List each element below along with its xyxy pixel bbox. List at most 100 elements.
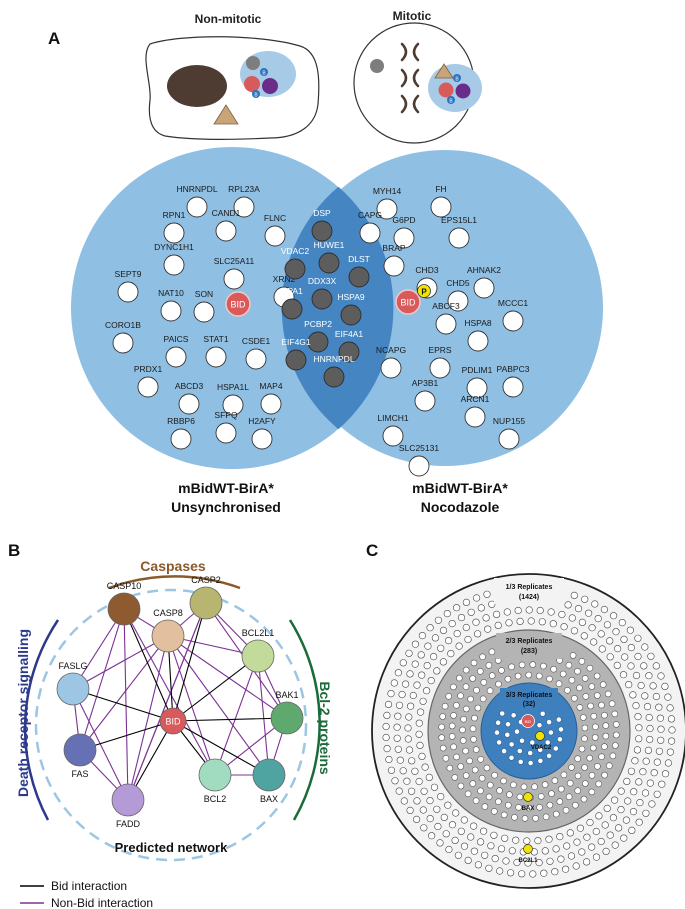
replicate-dot	[474, 704, 482, 712]
mitotic-birA-marker-1	[453, 74, 461, 82]
replicate-dot	[482, 614, 490, 622]
replicate-dot	[393, 734, 401, 742]
replicate-dot	[454, 851, 463, 859]
bid-edge	[72, 688, 174, 722]
replicate-dot	[408, 757, 416, 765]
replicate-dot	[478, 774, 486, 782]
replicate-dot	[462, 598, 471, 607]
replicate-dot	[605, 762, 613, 770]
replicate-dot	[512, 836, 520, 844]
red-protein	[244, 76, 260, 92]
replicate-dot	[617, 805, 625, 814]
replicate-dot	[580, 632, 588, 640]
replicate-dot	[504, 731, 511, 738]
replicate-dot	[633, 746, 642, 754]
replicate-dot	[634, 712, 642, 721]
venn-right-node	[359, 222, 381, 244]
venn-left-node-label: SEPT9	[115, 269, 142, 279]
venn-shared-node	[338, 341, 360, 363]
birA-marker-2	[252, 90, 260, 98]
venn-right-caption-line1: mBidWT-BirA*	[412, 480, 508, 496]
replicate-dot	[559, 670, 567, 678]
replicate-dot	[611, 742, 619, 749]
network-node-casp8	[151, 619, 185, 653]
replicate-dot	[424, 642, 432, 650]
replicate-dot	[448, 619, 456, 628]
venn-left-node	[215, 220, 237, 242]
replicate-dot	[430, 783, 439, 791]
venn-shared-node-label: HNRNPDL	[313, 354, 354, 364]
replicate-dot	[457, 613, 466, 622]
venn-right-node-label: LIMCH1	[377, 413, 408, 423]
venn-left-node	[170, 428, 192, 450]
venn-shared-node	[318, 252, 340, 274]
replicate-dot	[576, 684, 583, 692]
venn-shared-node-label: HUWE1	[314, 240, 345, 250]
replicate-dot	[430, 652, 438, 661]
replicate-dot	[485, 661, 493, 669]
venn-right-node	[408, 455, 430, 477]
non-bid-edge	[167, 635, 270, 776]
replicate-dot	[637, 681, 645, 690]
replicate-dot	[481, 803, 489, 810]
replicate-dot	[627, 767, 636, 775]
replicate-dot	[603, 804, 611, 813]
replicate-dot	[508, 663, 515, 671]
replicate-dot	[477, 838, 485, 846]
panel-a-label: A	[48, 29, 60, 48]
replicate-dot	[445, 692, 453, 700]
venn-shared-node	[311, 220, 333, 242]
venn-shared-node-label: VDAC2	[281, 246, 310, 256]
replicate-dot	[613, 644, 622, 653]
replicate-dot	[383, 711, 391, 720]
bax-dot	[523, 792, 533, 802]
bcl2-label: Bcl-2 proteins	[317, 681, 333, 775]
mitotic-grey-protein	[370, 59, 384, 73]
replicate-dot	[470, 659, 478, 667]
venn-left-node-label: HSPA1L	[217, 382, 249, 392]
vdac2-dot	[535, 731, 545, 741]
network-node-faslg	[56, 672, 90, 706]
caspases-arc	[108, 575, 241, 590]
venn-right-node-label: NCAPG	[376, 345, 406, 355]
venn-right-node-label: CAPG	[358, 210, 382, 220]
ring-inner-label: 3/3 Replicates	[506, 692, 553, 699]
venn-right-node	[467, 330, 489, 352]
replicate-dot	[537, 758, 544, 764]
venn-left-node	[215, 422, 237, 444]
venn-right-node	[376, 198, 398, 220]
replicate-dot	[462, 747, 469, 755]
venn-left-node-label: MAP4	[259, 381, 282, 391]
replicate-dot	[462, 666, 470, 674]
replicate-dot	[529, 739, 536, 746]
venn-left-node-label: DYNC1H1	[154, 242, 194, 252]
replicate-dot	[521, 815, 529, 822]
network-node-label: BAX	[260, 794, 278, 804]
venn-shared-node-label: PCBP2	[304, 319, 332, 329]
replicate-dot	[445, 845, 453, 854]
mitotic-birA-marker-2	[447, 96, 455, 104]
mitotic-bioid-halo	[428, 64, 482, 112]
replicate-dot	[547, 608, 555, 616]
replicate-dot	[420, 787, 428, 795]
replicate-dot	[445, 636, 453, 645]
replicate-dot	[467, 833, 475, 841]
replicate-dot	[642, 757, 650, 765]
replicate-dot	[390, 679, 398, 687]
replicate-dot	[418, 752, 426, 761]
replicate-dot	[480, 827, 488, 835]
replicate-dot	[420, 824, 428, 832]
replicate-dot	[501, 748, 507, 754]
replicate-dot	[623, 777, 631, 786]
replicate-dot	[612, 628, 620, 636]
replicate-dot	[460, 842, 469, 850]
venn-left-node	[112, 332, 134, 354]
replicate-dot	[413, 681, 421, 689]
venn-right-node-label: NUP155	[493, 416, 525, 426]
replicate-dot	[455, 642, 463, 650]
replicate-dot	[611, 710, 619, 718]
replicate-dot	[395, 787, 403, 795]
replicate-dot	[668, 726, 676, 734]
replicate-dot	[442, 754, 450, 762]
replicate-dot	[437, 644, 445, 652]
